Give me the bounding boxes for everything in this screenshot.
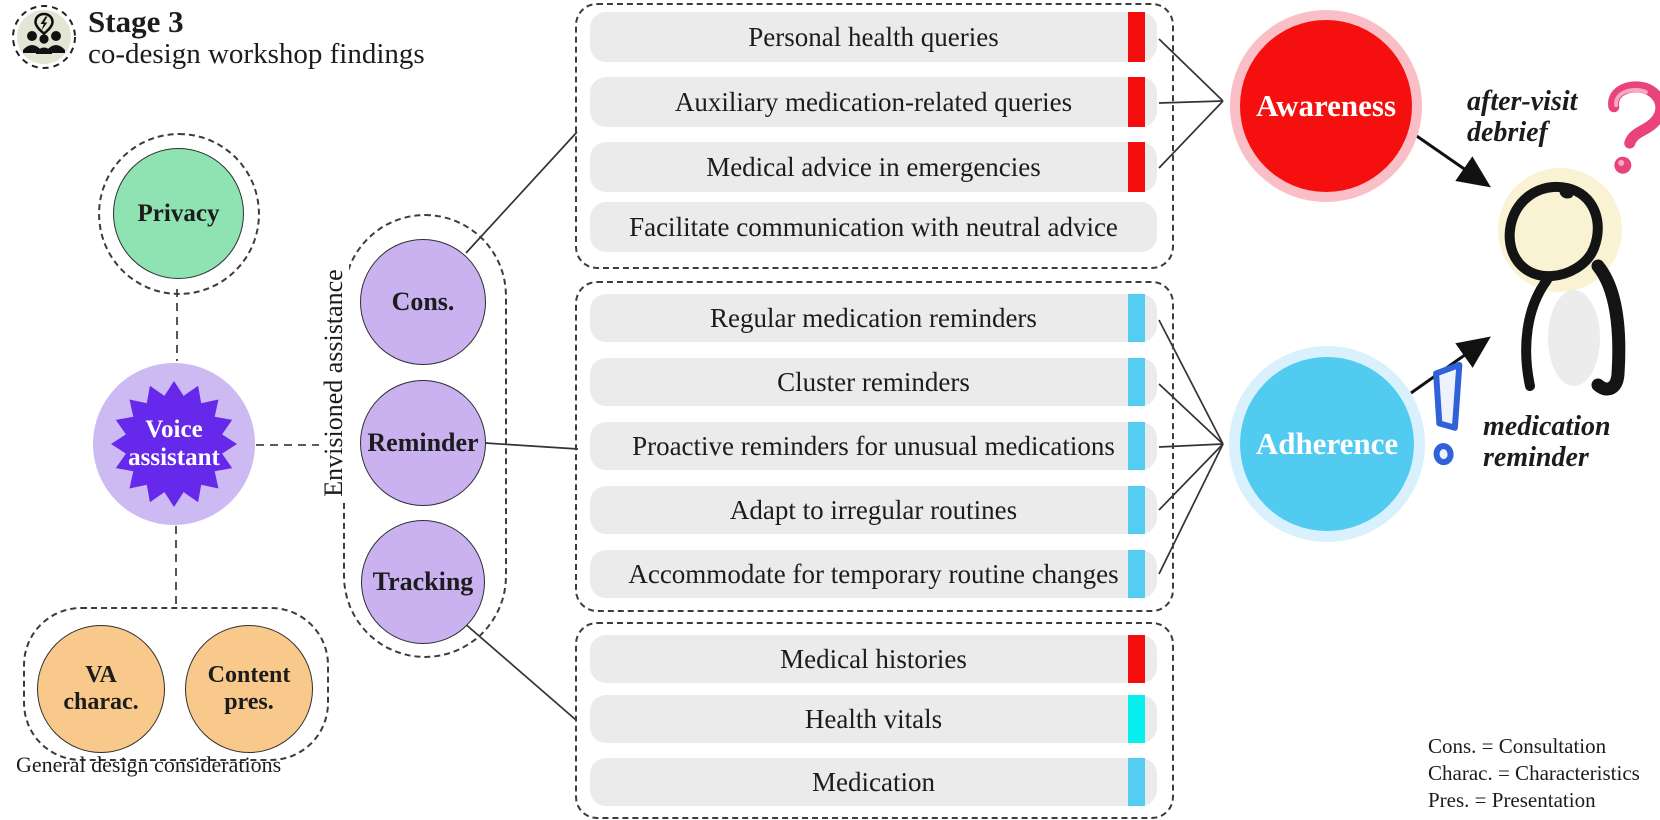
legend-presentation: Pres. = Presentation <box>1428 788 1596 812</box>
category-color-bar <box>1128 12 1145 62</box>
category-color-bar <box>1128 486 1145 534</box>
adherence-halo: Adherence <box>1229 346 1425 542</box>
finding-box: Proactive reminders for unusual medicati… <box>590 422 1157 470</box>
voice-assistant-label: Voice assistant <box>128 416 220 471</box>
page-title: Stage 3 <box>88 4 184 39</box>
category-color-bar <box>1128 358 1145 406</box>
legend-characteristics: Charac. = Characteristics <box>1428 761 1640 785</box>
starburst-shape <box>111 381 237 507</box>
finding-box: Adapt to irregular routines <box>590 486 1157 534</box>
category-color-bar <box>1128 550 1145 598</box>
awareness-halo: Awareness <box>1230 10 1422 202</box>
medication-reminder-note: medication reminder <box>1483 411 1611 473</box>
category-color-bar <box>1128 77 1145 127</box>
tracking-node: Tracking <box>361 520 485 644</box>
category-color-bar <box>1128 635 1145 683</box>
adherence-node: Adherence <box>1240 357 1414 531</box>
content-presentation-node: Content pres. <box>185 625 313 753</box>
category-color-bar <box>1128 294 1145 342</box>
category-color-bar <box>1128 758 1145 806</box>
privacy-node: Privacy <box>113 148 244 279</box>
category-color-bar <box>1128 202 1145 252</box>
finding-box: Auxiliary medication-related queries <box>590 77 1157 127</box>
voice-assistant-node: Voice assistant <box>93 363 255 525</box>
finding-box: Facilitate communication with neutral ad… <box>590 202 1157 252</box>
legend-consultation: Cons. = Consultation <box>1428 734 1607 758</box>
after-visit-debrief-note: after-visit debrief <box>1467 86 1578 148</box>
category-color-bar <box>1128 142 1145 192</box>
workshop-people-icon <box>12 5 76 69</box>
consultation-node: Cons. <box>360 239 486 365</box>
finding-box: Health vitals <box>590 695 1157 743</box>
reminder-node: Reminder <box>360 380 486 506</box>
page-subtitle: co-design workshop findings <box>88 38 425 70</box>
va-characteristics-node: VA charac. <box>37 625 165 753</box>
finding-box: Medication <box>590 758 1157 806</box>
envisioned-assistance-axis-label: Envisioned assistance <box>319 263 349 503</box>
privacy-dashed-ring <box>98 133 260 295</box>
question-mark-icon <box>1586 75 1660 197</box>
finding-box: Accommodate for temporary routine change… <box>590 550 1157 598</box>
finding-box: Medical histories <box>590 635 1157 683</box>
finding-box: Medical advice in emergencies <box>590 142 1157 192</box>
finding-box: Personal health queries <box>590 12 1157 62</box>
general-design-label: General design considerations <box>16 752 282 777</box>
finding-box: Cluster reminders <box>590 358 1157 406</box>
finding-box: Regular medication reminders <box>590 294 1157 342</box>
awareness-node: Awareness <box>1240 20 1412 192</box>
older-adult-figure <box>1452 148 1660 398</box>
category-color-bar <box>1128 695 1145 743</box>
category-color-bar <box>1128 422 1145 470</box>
general-design-dashed-group <box>23 607 329 761</box>
